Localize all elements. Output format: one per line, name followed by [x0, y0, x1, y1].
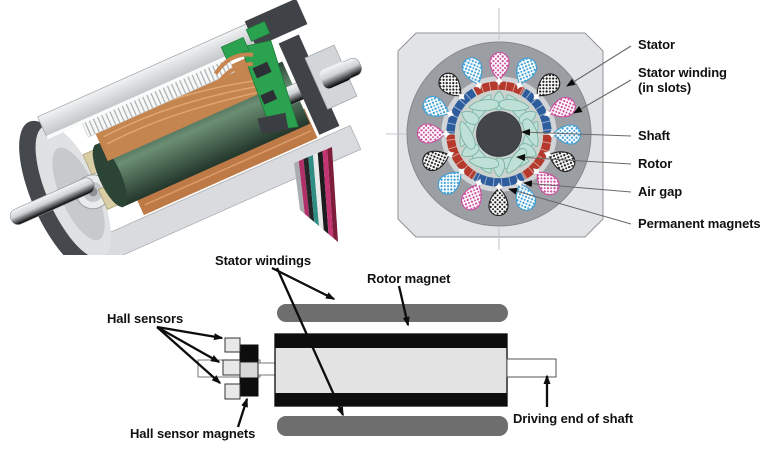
label-stator-windings: Stator windings: [215, 253, 312, 268]
rotor-magnet-strip-bottom: [275, 393, 507, 406]
leader-air-gap: [523, 180, 632, 193]
ribbon-wire-white: [313, 153, 324, 230]
arrow-rotor-magnet: [397, 285, 410, 327]
stator-winding-bar-top: [277, 304, 508, 322]
shaft-coupler: [257, 362, 278, 376]
hall-hub: [239, 361, 259, 379]
hall-sensor-2: [222, 359, 241, 376]
hall-magnet-bottom: [239, 377, 259, 397]
arrow-stator-winding-bottom: [275, 267, 345, 417]
label-rotor: Rotor: [638, 156, 673, 171]
arrow-hall-sensor-1: [156, 325, 224, 341]
leader-stator-winding: [573, 79, 632, 114]
ribbon-wire-teal: [308, 155, 319, 226]
stator-winding-bar-bottom: [277, 416, 508, 436]
pcb-chip-1: [252, 61, 272, 79]
label-stator: Stator: [638, 37, 675, 52]
motor-schematic: [156, 266, 557, 436]
copper-winding-top: [92, 49, 280, 162]
arrow-hall-sensor-3: [156, 326, 222, 384]
hall-sensor-3: [224, 383, 241, 400]
ribbon-wire-magenta: [298, 159, 310, 218]
shaft-left: [9, 177, 95, 225]
magnet-pole-s1: [521, 88, 552, 134]
label-stator-winding: Stator winding: [638, 65, 727, 80]
label-shaft: Shaft: [638, 128, 671, 143]
ribbon-cable: [294, 147, 338, 242]
ribbon-wire-maroon: [327, 147, 338, 242]
motor-cutaway-3d: [9, 0, 362, 255]
arrow-stator-winding-top: [271, 266, 336, 301]
shaft-driving-end: [506, 358, 557, 378]
leader-stator: [566, 45, 632, 87]
label-rotor-magnet: Rotor magnet: [367, 271, 451, 286]
leader-rotor: [516, 153, 632, 165]
shaft-section: [476, 111, 522, 157]
ribbon-wire-crimson: [322, 149, 334, 238]
schematic-arrows: [156, 266, 551, 428]
rotor-core: [94, 61, 311, 208]
pcb-chip-2: [260, 89, 278, 105]
pcb-connector-2: [245, 20, 271, 42]
label-permanent-magnets: Permanent magnets: [638, 216, 761, 231]
ribbon-wire-black-1: [303, 157, 315, 222]
rotor-core-end: [92, 144, 127, 207]
shaft-tip: [319, 61, 352, 89]
label-stator-winding-sub: (in slots): [638, 80, 692, 95]
motor-cross-section: [386, 8, 632, 250]
leader-lines: [508, 45, 632, 225]
arrow-hall-magnets: [236, 397, 249, 428]
hall-magnet-top: [239, 344, 259, 363]
label-hall-sensor-magnets: Hall sensor magnets: [130, 426, 256, 441]
label-hall-sensors: Hall sensors: [107, 311, 184, 326]
label-driving-end: Driving end of shaft: [513, 411, 634, 426]
ribbon-wire-black-2: [317, 151, 329, 234]
rotor-magnet-strip-top: [275, 334, 507, 348]
label-air-gap: Air gap: [638, 184, 683, 199]
pcb-chip-3: [257, 112, 289, 135]
front-bracket: [278, 34, 340, 135]
leader-permanent-magnets: [508, 187, 632, 225]
magnet-pole-s3: [446, 88, 477, 134]
leader-shaft: [521, 128, 632, 137]
arrow-hall-sensor-2: [156, 325, 221, 364]
hall-sensor-1: [224, 337, 241, 353]
end-turn-wires: [213, 52, 254, 85]
ribbon-wire-gray: [294, 161, 305, 214]
pcb-board: [240, 39, 299, 131]
